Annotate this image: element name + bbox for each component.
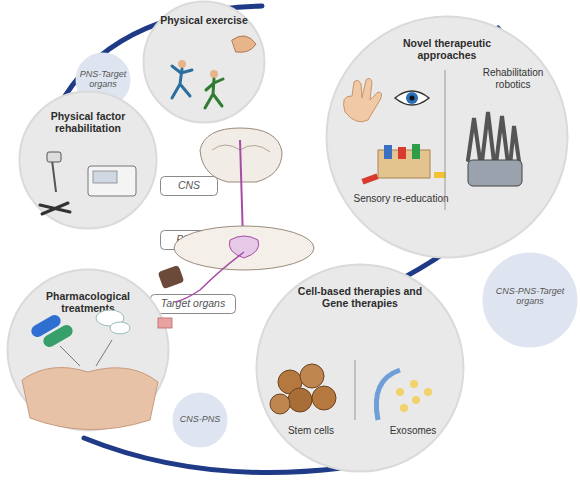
pill-icons xyxy=(22,310,158,430)
circle-shape xyxy=(8,270,169,431)
box-shape xyxy=(161,231,214,250)
circle-shape xyxy=(20,92,157,229)
circle-shape xyxy=(484,254,577,347)
circle-shape xyxy=(327,17,568,258)
box-shape xyxy=(161,177,218,196)
node-heading: Pharmacological treatments xyxy=(30,290,146,314)
circle-shape xyxy=(174,394,227,447)
node-label: Rehabilitation robotics xyxy=(473,67,553,90)
node-heading: PNS-Target organs xyxy=(79,69,127,90)
level-box: Target organs xyxy=(150,294,236,314)
node-heading: Novel therapeutic approaches xyxy=(375,37,519,61)
node-heading: CNS-PNS-Target organs xyxy=(492,286,568,307)
cell-icons xyxy=(270,360,432,420)
node-label: Sensory re-education xyxy=(345,193,457,205)
circle-shape xyxy=(257,265,464,472)
therapy-circle: Physical exercise xyxy=(142,0,266,124)
therapy-circle: Pharmacological treatments xyxy=(6,268,170,432)
device-icons xyxy=(40,152,136,214)
novel-icons xyxy=(344,70,522,210)
node-heading: Physical exercise xyxy=(154,14,254,26)
node-heading: Physical factor rehabilitation xyxy=(40,110,136,134)
therapy-circle: Physical factor rehabilitation xyxy=(18,90,158,230)
box-shape xyxy=(151,295,236,314)
anatomy-illustration xyxy=(158,128,314,328)
node-heading: Cell-based therapies and Gene therapies xyxy=(291,285,429,309)
node-heading: Target organs xyxy=(150,297,236,309)
node-label: Stem cells xyxy=(269,425,353,437)
circle-shape xyxy=(144,2,265,123)
node-heading: CNS-PNS xyxy=(174,414,226,424)
level-box: CNS xyxy=(160,176,218,196)
node-heading: PNS xyxy=(160,233,214,245)
pathway-circle: CNS-PNS xyxy=(172,392,228,448)
level-box: PNS xyxy=(160,230,214,250)
exercise-figures xyxy=(172,36,256,108)
therapy-circle: Novel therapeutic approachesRehabilitati… xyxy=(325,15,569,259)
node-label: Exosomes xyxy=(371,425,455,437)
pathway-circle: CNS-PNS-Target organs xyxy=(482,252,578,348)
therapy-circle: Cell-based therapies and Gene therapiesS… xyxy=(255,263,465,473)
node-heading: CNS xyxy=(160,179,218,191)
